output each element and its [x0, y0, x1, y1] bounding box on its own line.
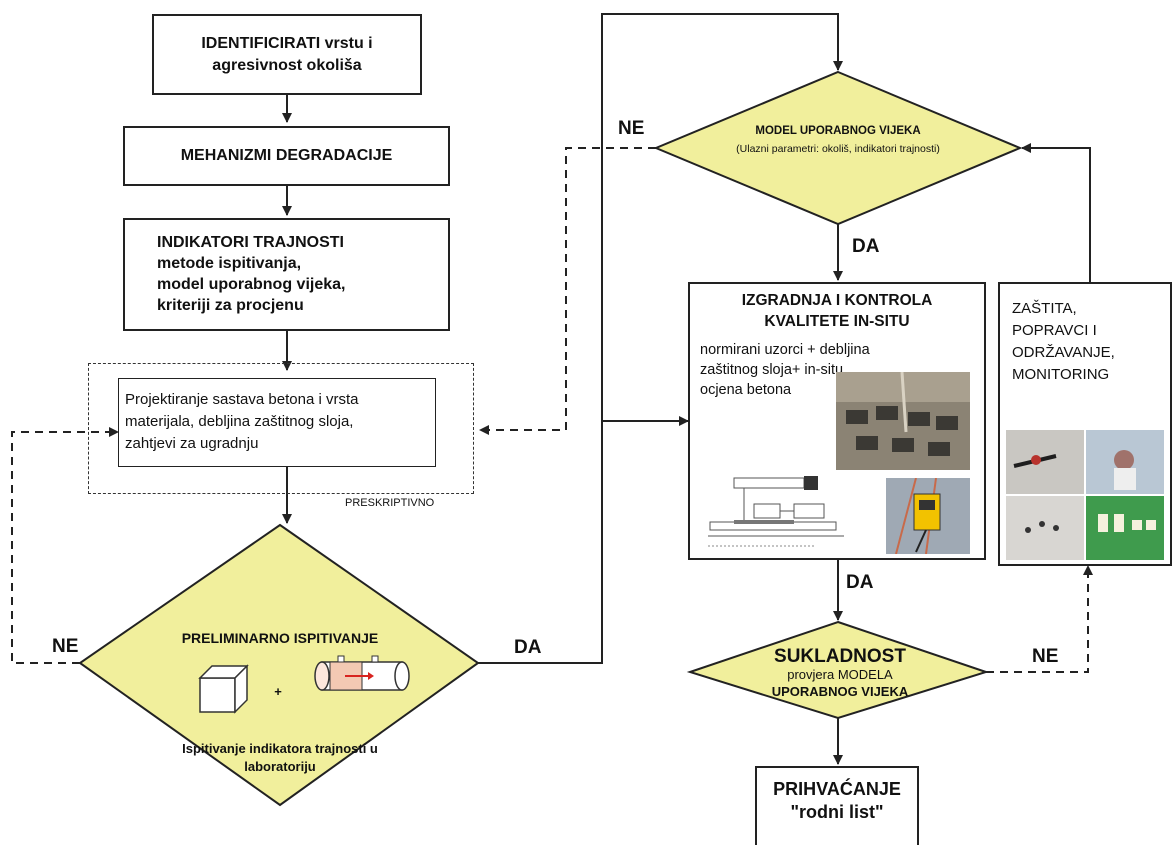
durability-indicators-box: INDIKATORI TRAJNOSTI metode ispitivanja,…	[123, 218, 450, 331]
da-label-preliminary: DA	[514, 637, 542, 658]
test-specimens-photo	[836, 372, 970, 470]
compliance-line2: UPORABNOG VIJEKA	[771, 684, 909, 699]
identify-line1: IDENTIFICIRATI vrstu i	[201, 34, 373, 52]
protection-line1: ZAŠTITA,	[1012, 300, 1077, 317]
construction-quality-box: IZGRADNJA I KONTROLA KVALITETE IN-SITU n…	[688, 282, 986, 560]
preliminary-diamond	[78, 523, 480, 807]
prescriptive-tag: PRESKRIPTIVNO	[345, 497, 435, 509]
da-label-model: DA	[852, 236, 880, 257]
ne-label-preliminary: NE	[52, 636, 79, 657]
da-path-preliminary	[478, 13, 843, 664]
indicators-line3: kriteriji za procjenu	[157, 297, 304, 314]
construction-title2: KVALITETE IN-SITU	[764, 313, 910, 330]
ne-label-compliance: NE	[1032, 646, 1059, 667]
construction-title1: IZGRADNJA I KONTROLA	[741, 292, 933, 309]
test-setup-schematic	[704, 474, 854, 554]
ne-loop-preliminary	[11, 427, 119, 664]
identify-line2: agresivnost okoliša	[212, 56, 362, 74]
preliminary-line2: laboratoriju	[244, 759, 316, 774]
indicators-title: INDIKATORI TRAJNOSTI	[157, 234, 344, 251]
model-title: MODEL UPORABNOG VIJEKA	[755, 125, 921, 137]
protection-line2: POPRAVCI I	[1012, 322, 1097, 339]
acceptance-line1: PRIHVAĆANJE	[773, 779, 901, 799]
acceptance-box: PRIHVAĆANJE "rodni list"	[755, 766, 919, 845]
da-label-construction: DA	[846, 572, 874, 593]
mechanisms-label: MEHANIZMI DEGRADACIJE	[180, 147, 393, 164]
compliance-line1: provjera MODELA	[787, 667, 893, 682]
concrete-design-box: Projektiranje sastava betona i vrsta mat…	[118, 378, 436, 467]
compliance-title: SUKLADNOST	[774, 646, 906, 667]
ne-label-model: NE	[618, 118, 645, 139]
protection-line3: ODRŽAVANJE,	[1012, 344, 1115, 361]
construction-line1: normirani uzorci + debljina	[700, 342, 870, 358]
cube-icon	[198, 664, 249, 714]
ne-path-compliance	[986, 565, 1093, 673]
arrow-protection-model	[1021, 143, 1091, 282]
plus-sign: +	[274, 684, 282, 699]
maintenance-photo-collage	[1006, 430, 1164, 560]
degradation-mechanisms-box: MEHANIZMI DEGRADACIJE	[123, 126, 450, 186]
prescriptive-frame	[88, 363, 474, 494]
preliminary-caption: Ispitivanje indikatora trajnosti u labor…	[130, 740, 430, 776]
model-subtitle: (Ulazni parametri: okoliš, indikatori tr…	[736, 143, 940, 155]
cylinder-specimen-icon	[314, 655, 410, 691]
design-line3: zahtjevi za ugradnju	[125, 435, 259, 452]
preliminary-title: PRELIMINARNO ISPITIVANJE	[181, 630, 379, 646]
acceptance-line2: "rodni list"	[790, 802, 884, 822]
ne-path-model	[479, 147, 656, 435]
design-line2: materijala, debljina zaštitnog sloja,	[125, 413, 354, 430]
indicators-line1: metode ispitivanja,	[157, 255, 302, 272]
identify-environment-box: IDENTIFICIRATI vrstu i agresivnost okoli…	[152, 14, 422, 95]
design-line1: Projektiranje sastava betona i vrsta	[125, 391, 359, 408]
construction-line3: ocjena betona	[700, 382, 792, 398]
protection-line4: MONITORING	[1012, 366, 1110, 383]
measuring-device-photo	[886, 478, 970, 554]
preliminary-line1: Ispitivanje indikatora trajnosti u	[182, 741, 378, 756]
indicators-line2: model uporabnog vijeka,	[157, 276, 346, 293]
protection-maintenance-box: ZAŠTITA, POPRAVCI I ODRŽAVANJE, MONITORI…	[998, 282, 1172, 566]
construction-line2: zaštitnog sloja+ in-situ	[700, 362, 844, 378]
